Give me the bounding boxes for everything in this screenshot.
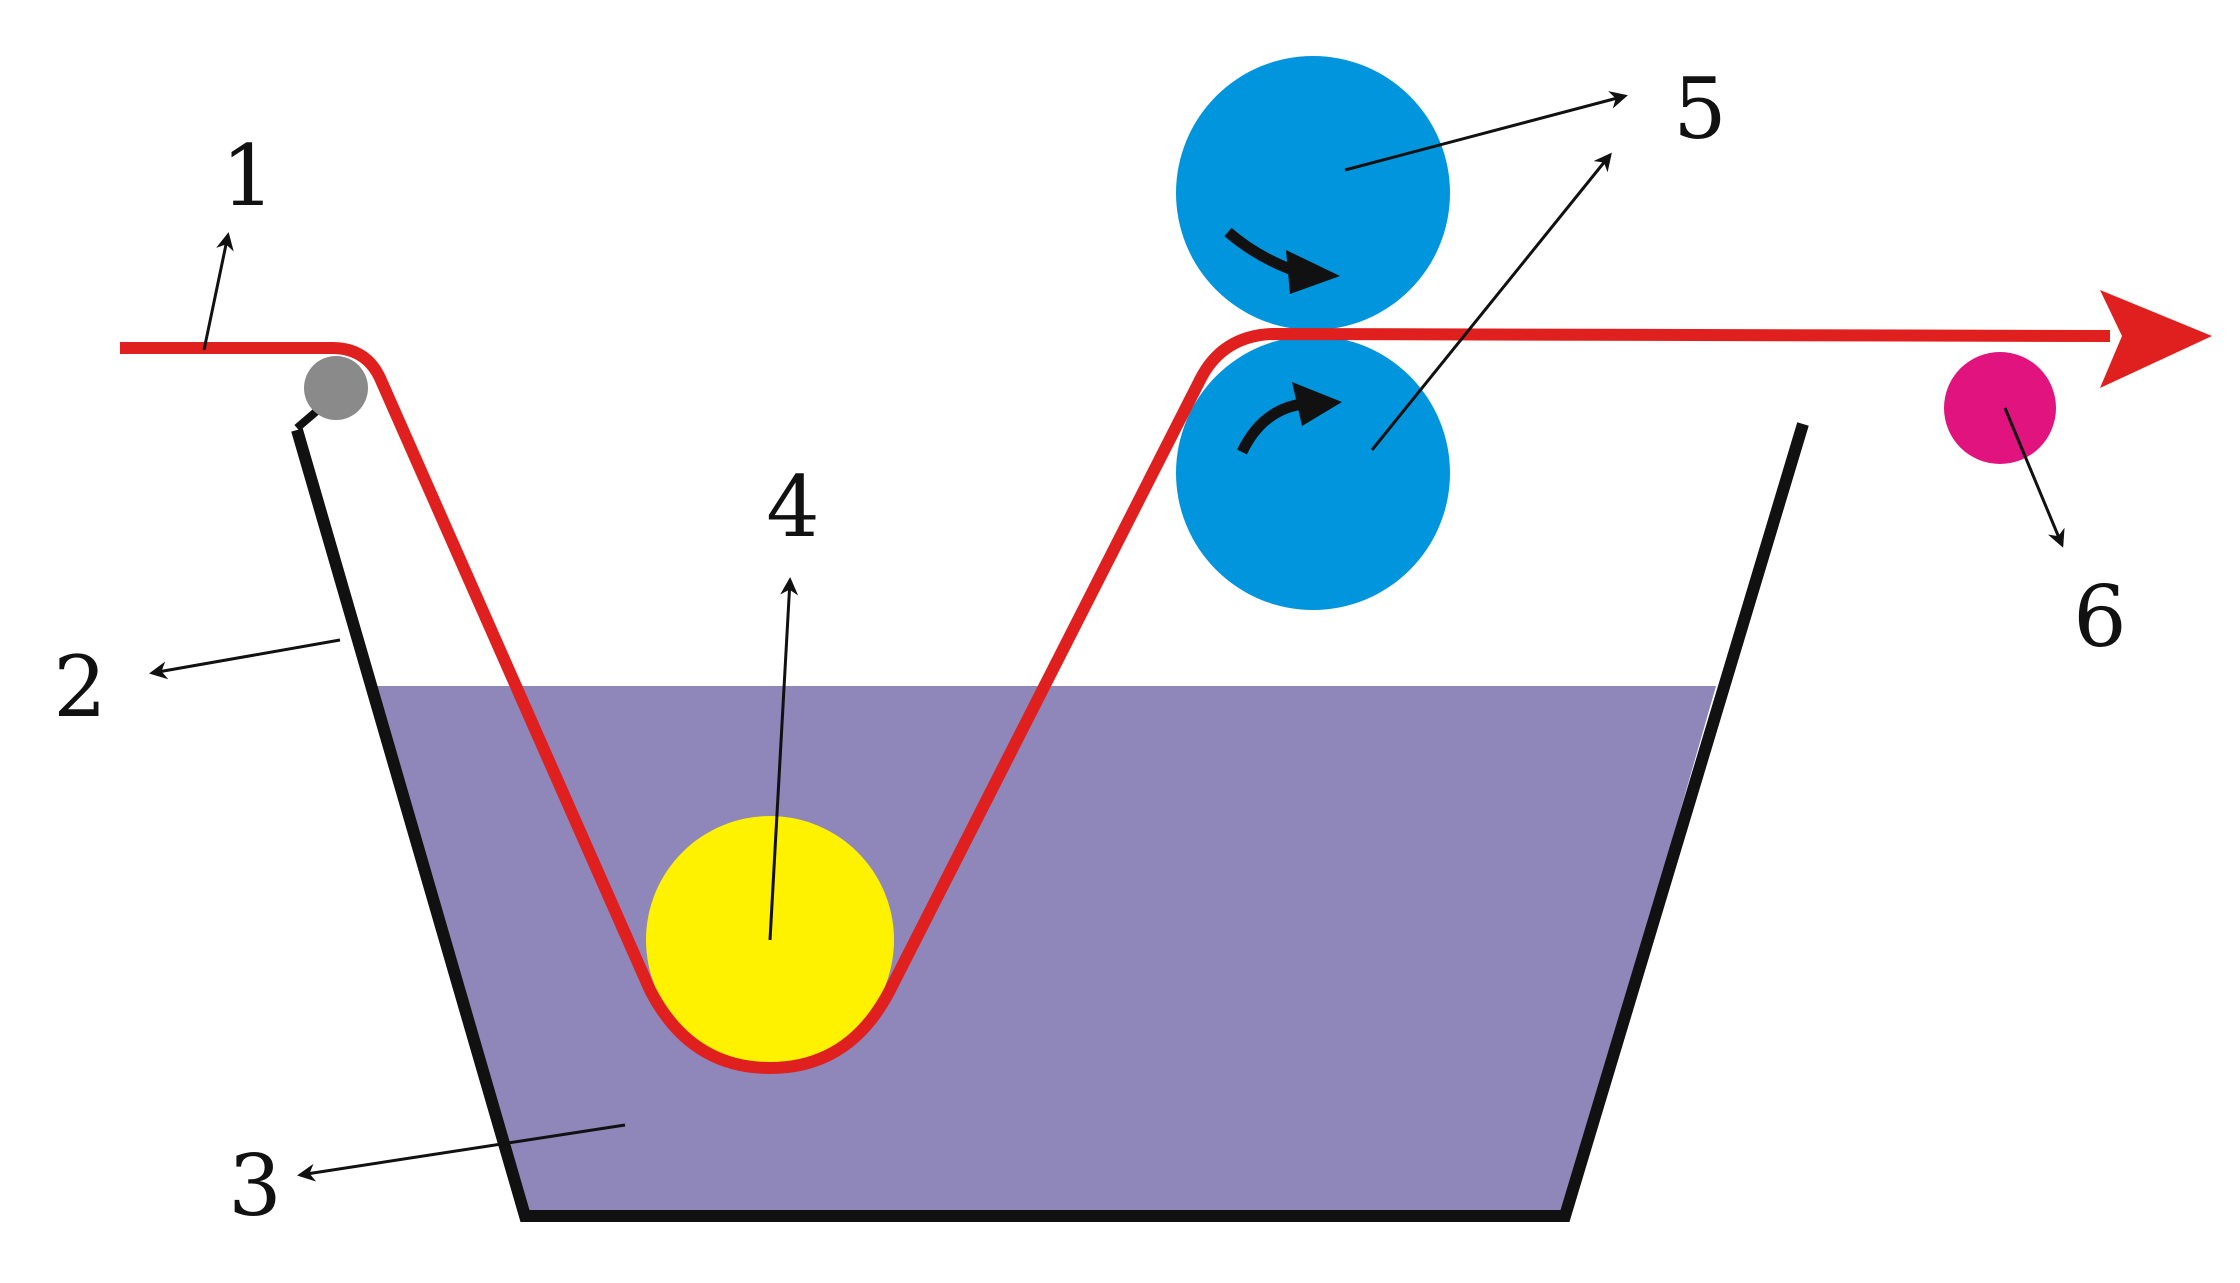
label-3: 3 xyxy=(228,1137,281,1235)
leader-4 xyxy=(768,577,799,941)
upper-squeeze-roller xyxy=(1176,56,1450,330)
curved-arrow-icon xyxy=(1224,227,1340,294)
label-1: 1 xyxy=(221,127,274,225)
fiber-path xyxy=(120,328,2111,1074)
leader-2 xyxy=(149,638,341,680)
guide-roller-support xyxy=(294,406,321,432)
leader-3 xyxy=(297,1123,626,1182)
label-5: 5 xyxy=(1673,60,1726,158)
label-6: 6 xyxy=(2073,568,2126,666)
lower-squeeze-roller xyxy=(1176,336,1450,610)
leader-5-upper xyxy=(1344,91,1628,172)
guide-roller xyxy=(304,356,368,420)
leader-5-lower xyxy=(1370,152,1612,451)
resin-bath-liquid xyxy=(375,686,1716,1214)
tank-wall xyxy=(291,422,1809,1222)
leader-6 xyxy=(2003,407,2065,548)
curved-arrow-icon xyxy=(1237,382,1342,455)
label-4: 4 xyxy=(766,458,819,556)
take-up-roller xyxy=(1944,352,2056,464)
leader-1 xyxy=(202,232,234,351)
label-2: 2 xyxy=(53,638,106,736)
arrowhead-icon xyxy=(2100,290,2212,388)
